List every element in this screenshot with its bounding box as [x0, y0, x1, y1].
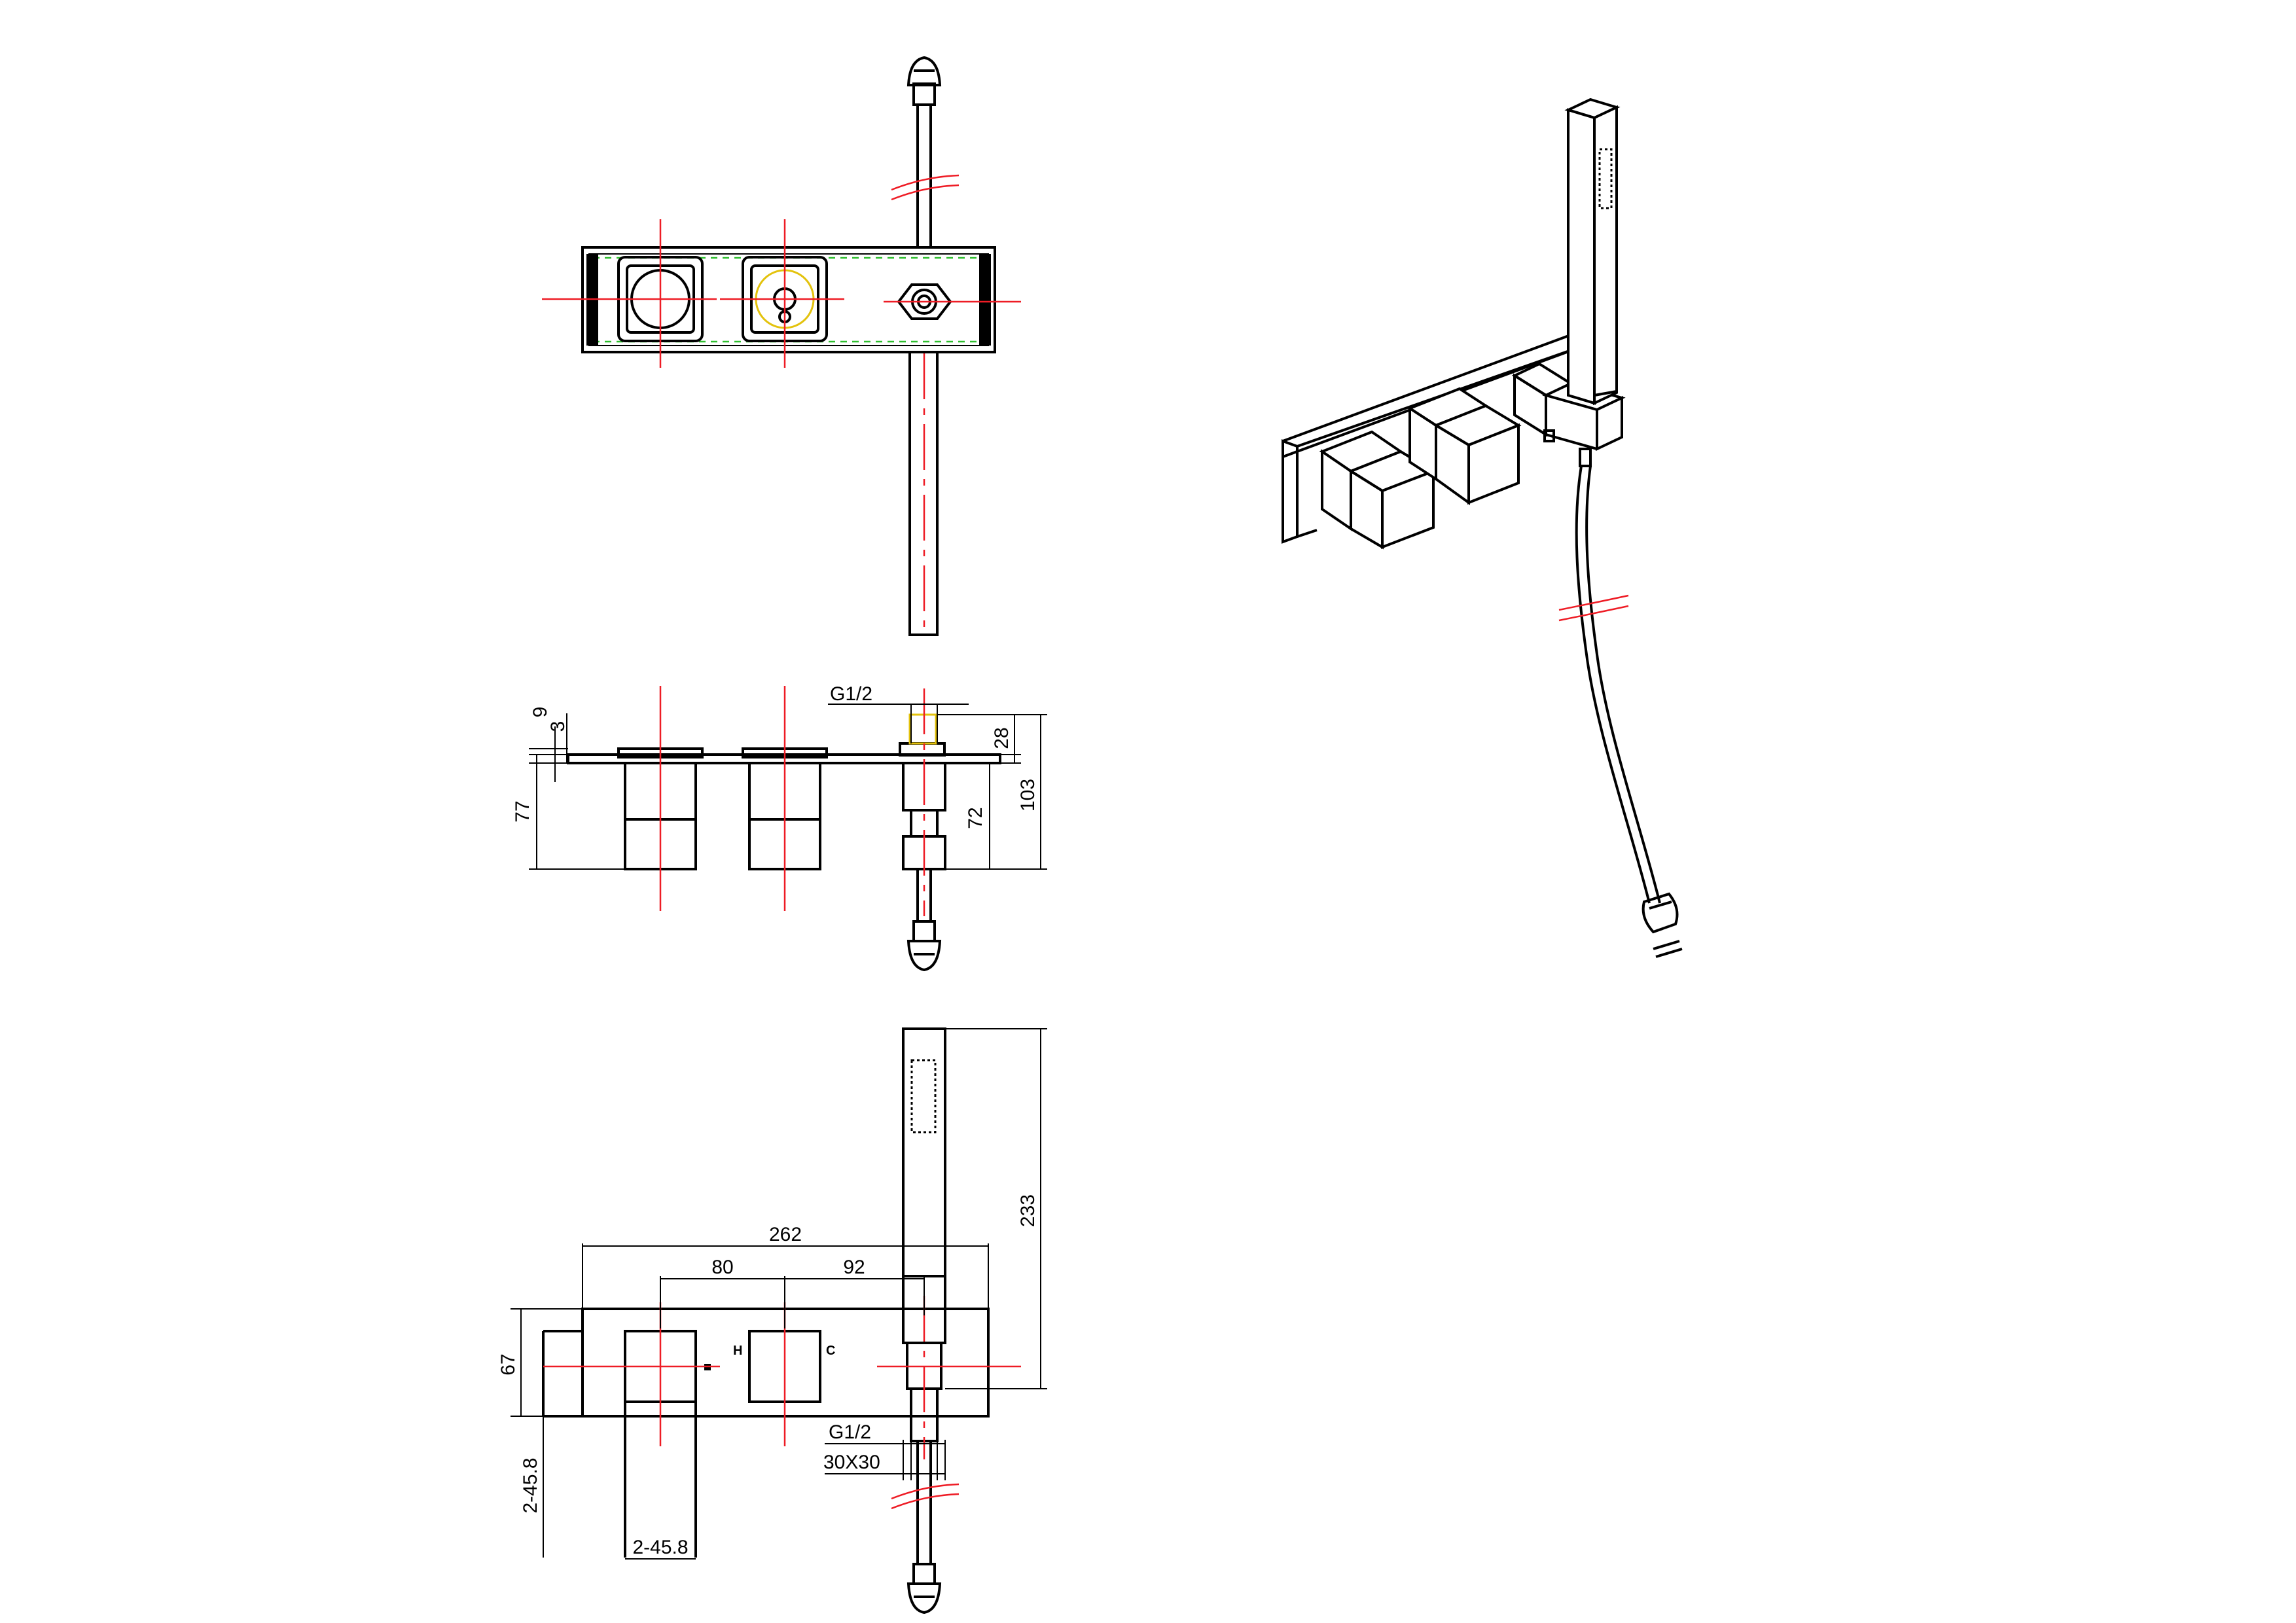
dim-72: 72 — [965, 807, 986, 829]
hose-top-upper — [891, 56, 960, 247]
dim-262: 262 — [769, 1224, 802, 1245]
dim-g12-front: G1/2 — [829, 1421, 871, 1443]
top-view — [542, 56, 1021, 636]
side-view: 9 3 77 G1/2 28 72 103 — [512, 683, 1047, 972]
dim-28: 28 — [991, 727, 1013, 749]
label-cold: C — [826, 1344, 835, 1358]
dim-3: 3 — [547, 721, 569, 732]
iso-knob-right — [1407, 387, 1522, 505]
dim-9: 9 — [529, 707, 551, 718]
dim-80: 80 — [711, 1257, 733, 1278]
dim-30x30: 30X30 — [823, 1452, 880, 1473]
dim-2-45-8-horizontal: 2-45.8 — [632, 1537, 688, 1558]
dim-92: 92 — [843, 1257, 865, 1278]
iso-hand-shower — [1564, 98, 1621, 406]
iso-hose — [1558, 448, 1683, 958]
hand-shower-front — [891, 1027, 960, 1614]
label-hot: H — [733, 1344, 742, 1358]
dim-2-45-8-vertical: 2-45.8 — [520, 1457, 541, 1513]
isometric-view — [1282, 98, 1683, 958]
dim-g12-side: G1/2 — [830, 683, 872, 705]
dim-103: 103 — [1017, 779, 1039, 812]
front-view: H C 262 80 — [497, 1027, 1047, 1614]
dim-67: 67 — [497, 1353, 519, 1375]
dim-77: 77 — [512, 800, 533, 822]
pipe-top-lower — [908, 351, 939, 636]
dim-233: 233 — [1017, 1194, 1039, 1227]
